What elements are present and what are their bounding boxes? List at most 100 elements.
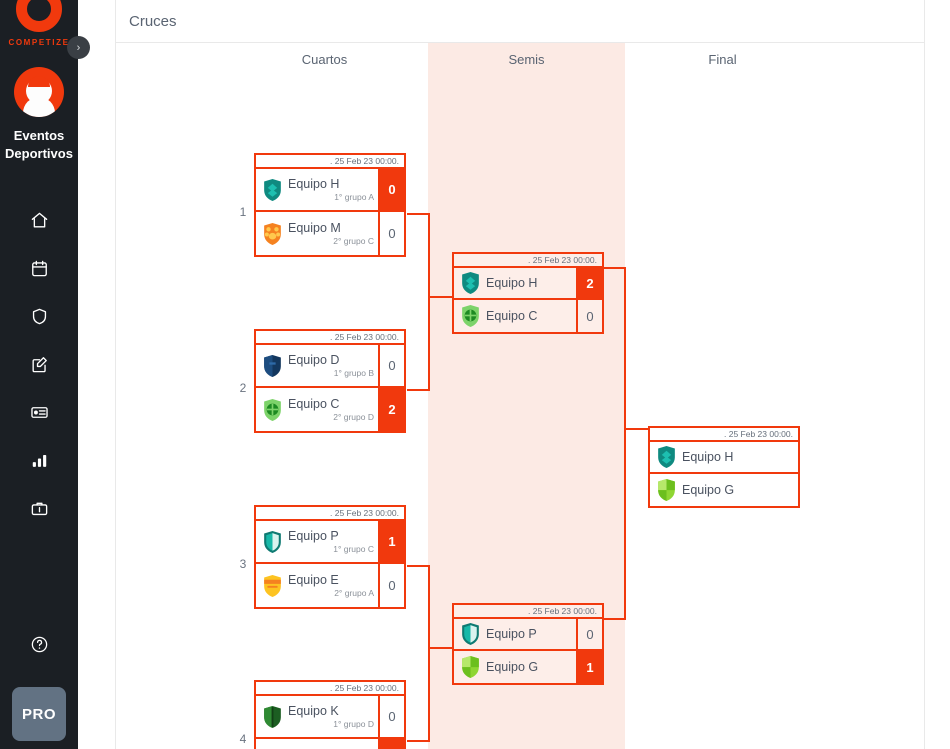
- team-name: Equipo G: [486, 659, 539, 674]
- team-row[interactable]: Equipo C 2° grupo D 2: [256, 388, 404, 431]
- sidebar-item-home[interactable]: [24, 207, 54, 233]
- shield-teal-cross-icon: [461, 272, 479, 294]
- team-row[interactable]: Equipo D 1° grupo B 0: [256, 345, 404, 388]
- match-date: . 25 Feb 23 00:00.: [256, 682, 404, 696]
- brand-name: COMPETIZE: [8, 38, 70, 47]
- shield-teal-cross-icon: [657, 446, 675, 468]
- team-badge: [256, 178, 288, 202]
- team-name: Equipo E: [288, 572, 339, 587]
- team-score: 0: [576, 300, 602, 332]
- team-row[interactable]: Equipo H: [650, 442, 798, 474]
- team-score: 0: [378, 345, 404, 386]
- team-score: 0: [378, 696, 404, 737]
- match-card-sf-2[interactable]: . 25 Feb 23 00:00. Equipo P 0: [452, 603, 604, 685]
- shield-icon: [30, 307, 49, 326]
- shield-lime-quad-icon: [657, 479, 675, 501]
- shield-navy-icon: [263, 354, 281, 377]
- sidebar-item-calendar[interactable]: [24, 255, 54, 281]
- competize-ring-logo-icon: [15, 0, 62, 32]
- sidebar: COMPETIZE Eventos Deportivos: [0, 0, 78, 749]
- match-card-qf-1[interactable]: . 25 Feb 23 00:00. Equipo H 1° grupo A 0: [254, 153, 406, 257]
- team-info: Equipo D 1° grupo B: [288, 353, 378, 379]
- team-row[interactable]: Equipo M 2° grupo C 0: [256, 212, 404, 255]
- team-badge: [454, 622, 486, 646]
- team-name: Equipo G: [288, 748, 378, 749]
- match-index-4: 4: [239, 732, 247, 746]
- team-badge: [454, 655, 486, 679]
- team-info: Equipo G 2° grupo B: [288, 748, 378, 749]
- sidebar-item-licenses[interactable]: [24, 399, 54, 425]
- shield-green-cross-icon: [263, 398, 281, 421]
- team-info: Equipo G: [682, 483, 798, 498]
- team-info: Equipo E 2° grupo A: [288, 573, 378, 599]
- match-card-qf-4[interactable]: . 25 Feb 23 00:00. Equipo K 1° grupo D 0: [254, 680, 406, 749]
- team-name: Equipo P: [288, 528, 339, 543]
- team-name: Equipo D: [288, 352, 340, 367]
- team-badge: [454, 271, 486, 295]
- match-date: . 25 Feb 23 00:00.: [256, 155, 404, 169]
- sidebar-item-business[interactable]: [24, 495, 54, 521]
- match-index-2: 2: [239, 381, 247, 395]
- sidebar-item-statistics[interactable]: [24, 447, 54, 473]
- organization-block[interactable]: Eventos Deportivos: [5, 67, 73, 163]
- round-header-semis: Semis: [508, 52, 545, 67]
- team-seed: 1° grupo C: [333, 543, 374, 554]
- connector-sf1-in: [428, 296, 453, 298]
- sidebar-collapse-button[interactable]: ›: [67, 36, 90, 59]
- team-row[interactable]: Equipo H 2: [454, 268, 602, 300]
- shield-green-cross-icon: [461, 305, 479, 327]
- team-info: Equipo C: [486, 309, 576, 324]
- brand-logo[interactable]: COMPETIZE: [8, 0, 69, 47]
- team-seed: 2° grupo A: [334, 587, 374, 598]
- sidebar-item-edit[interactable]: [24, 351, 54, 377]
- team-row[interactable]: Equipo C 0: [454, 300, 602, 332]
- match-card-qf-2[interactable]: . 25 Feb 23 00:00. Equipo D 1° grupo B 0: [254, 329, 406, 433]
- match-card-sf-1[interactable]: . 25 Feb 23 00:00. Equipo H 2: [452, 252, 604, 334]
- match-date: . 25 Feb 23 00:00.: [454, 605, 602, 619]
- team-score: 0: [378, 564, 404, 607]
- connector-final-spine: [624, 267, 626, 619]
- connector-sf1-out: [604, 267, 626, 269]
- id-card-icon: [30, 403, 49, 422]
- team-row[interactable]: Equipo H 1° grupo A 0: [256, 169, 404, 212]
- match-card-final[interactable]: . 25 Feb 23 00:00. Equipo H: [648, 426, 800, 508]
- shield-yellow-bar-icon: [263, 574, 281, 597]
- team-row[interactable]: Equipo G 1: [454, 651, 602, 683]
- team-badge: [256, 530, 288, 554]
- team-row[interactable]: Equipo K 1° grupo D 0: [256, 696, 404, 739]
- sidebar-item-competitions[interactable]: [24, 303, 54, 329]
- team-info: Equipo M 2° grupo C: [288, 221, 378, 247]
- shield-teal-plain-icon: [263, 530, 281, 553]
- user-avatar-icon: [14, 67, 64, 117]
- team-row[interactable]: Equipo P 1° grupo C 1: [256, 521, 404, 564]
- team-row[interactable]: Equipo G: [650, 474, 798, 506]
- connector-qf2-out: [407, 389, 430, 391]
- team-badge: [650, 445, 682, 469]
- main-area: Cruces Cuartos Semis Final: [78, 0, 950, 749]
- team-name: Equipo H: [486, 275, 538, 290]
- content-card: Cruces Cuartos Semis Final: [115, 0, 925, 749]
- team-score: 1: [378, 521, 404, 562]
- match-date: . 25 Feb 23 00:00.: [256, 507, 404, 521]
- team-badge: [256, 398, 288, 422]
- calendar-icon: [30, 259, 49, 278]
- team-row[interactable]: Equipo E 2° grupo A 0: [256, 564, 404, 607]
- team-badge: [256, 574, 288, 598]
- round-header-cuartos: Cuartos: [301, 52, 348, 67]
- team-score: 0: [378, 212, 404, 255]
- team-row[interactable]: Equipo P 0: [454, 619, 602, 651]
- briefcase-icon: [30, 499, 49, 518]
- connector-sf1-spine: [428, 213, 430, 391]
- team-row[interactable]: Equipo G 2° grupo B 3: [256, 739, 404, 749]
- sidebar-item-help[interactable]: [24, 631, 54, 657]
- team-info: Equipo K 1° grupo D: [288, 704, 378, 730]
- team-name: Equipo H: [682, 449, 734, 464]
- bracket-container: Cuartos Semis Final 1: [116, 43, 926, 749]
- pro-badge[interactable]: PRO: [12, 687, 66, 741]
- team-seed: 1° grupo B: [333, 367, 374, 378]
- match-card-qf-3[interactable]: . 25 Feb 23 00:00. Equipo P 1° grupo C 1: [254, 505, 406, 609]
- team-info: Equipo H: [682, 450, 798, 465]
- page-title-bar: Cruces: [116, 0, 924, 43]
- sidebar-nav: [24, 207, 54, 657]
